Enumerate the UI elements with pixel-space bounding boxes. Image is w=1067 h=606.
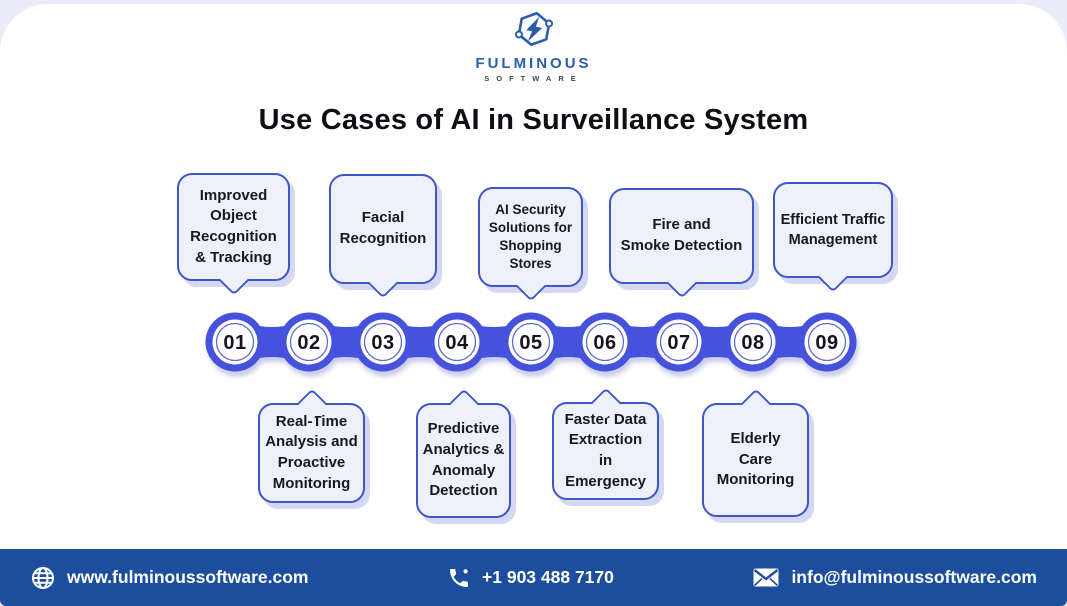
email-text: info@fulminoussoftware.com [791,567,1037,587]
timeline-node-05: 05 [501,312,561,372]
timeline-node-08: 08 [723,312,783,372]
brand-logo: FULMINOUS SOFTWARE [0,8,1067,83]
timeline-node-09: 09 [797,312,857,372]
step-number: 07 [667,332,690,354]
use-case-bubble-08: Elderly Care Monitoring [702,403,809,517]
use-case-bubble-09: Efficient Traffic Management [773,182,893,278]
step-number: 01 [223,332,246,354]
use-case-label-06: Faster Data Extraction in Emergency [564,410,647,490]
footer-email: info@fulminoussoftware.com [752,567,1037,588]
website-text: www.fulminoussoftware.com [67,567,309,587]
step-number: 04 [445,332,469,354]
use-case-bubble-02: Real-Time Analysis and Proactive Monitor… [258,403,365,503]
use-case-bubble-06: Faster Data Extraction in Emergency [552,402,659,500]
use-case-label-05: AI Security Solutions for Shopping Store… [488,201,573,272]
footer-phone: +1 903 488 7170 [447,566,614,590]
use-case-label-03: Facial Recognition [339,209,427,247]
step-number: 06 [593,332,616,354]
step-number: 09 [815,332,838,354]
timeline-chain: 01 02 03 04 05 06 07 [205,312,857,372]
timeline-node-03: 03 [353,312,413,372]
use-case-label-09: Efficient Traffic Management [780,212,886,248]
step-number: 08 [741,332,764,354]
brand-name: FULMINOUS [475,55,592,72]
step-number: 03 [371,332,394,354]
globe-icon [32,566,54,589]
footer-bar: www.fulminoussoftware.com +1 903 488 717… [0,549,1067,606]
use-case-label-02: Real-Time Analysis and Proactive Monitor… [265,412,358,492]
footer-website: www.fulminoussoftware.com [30,565,308,591]
step-number: 02 [297,332,320,354]
timeline-node-04: 04 [427,312,487,372]
use-case-label-04: Predictive Analytics & Anomaly Detection [422,420,505,500]
timeline-node-01: 01 [205,312,265,372]
envelope-icon [753,568,779,587]
timeline-node-07: 07 [649,312,709,372]
timeline-node-06: 06 [575,312,635,372]
use-case-label-01: Improved Object Recognition & Tracking [190,186,277,266]
page-title: Use Cases of AI in Surveillance System [258,104,809,136]
use-case-label-07: Fire and Smoke Detection [620,216,743,254]
use-case-bubble-07: Fire and Smoke Detection [609,188,754,284]
use-case-bubble-03: Facial Recognition [329,174,437,284]
brand-subname: SOFTWARE [484,74,583,83]
use-case-bubble-05: AI Security Solutions for Shopping Store… [478,187,583,287]
phone-icon [450,568,469,587]
timeline-node-02: 02 [279,312,339,372]
phone-text: +1 903 488 7170 [482,567,614,587]
use-case-bubble-04: Predictive Analytics & Anomaly Detection [416,403,511,518]
use-case-label-08: Elderly Care Monitoring [716,429,795,489]
use-case-bubble-01: Improved Object Recognition & Tracking [177,173,290,281]
lightning-hexagon-icon [514,11,553,47]
step-number: 05 [519,332,542,354]
